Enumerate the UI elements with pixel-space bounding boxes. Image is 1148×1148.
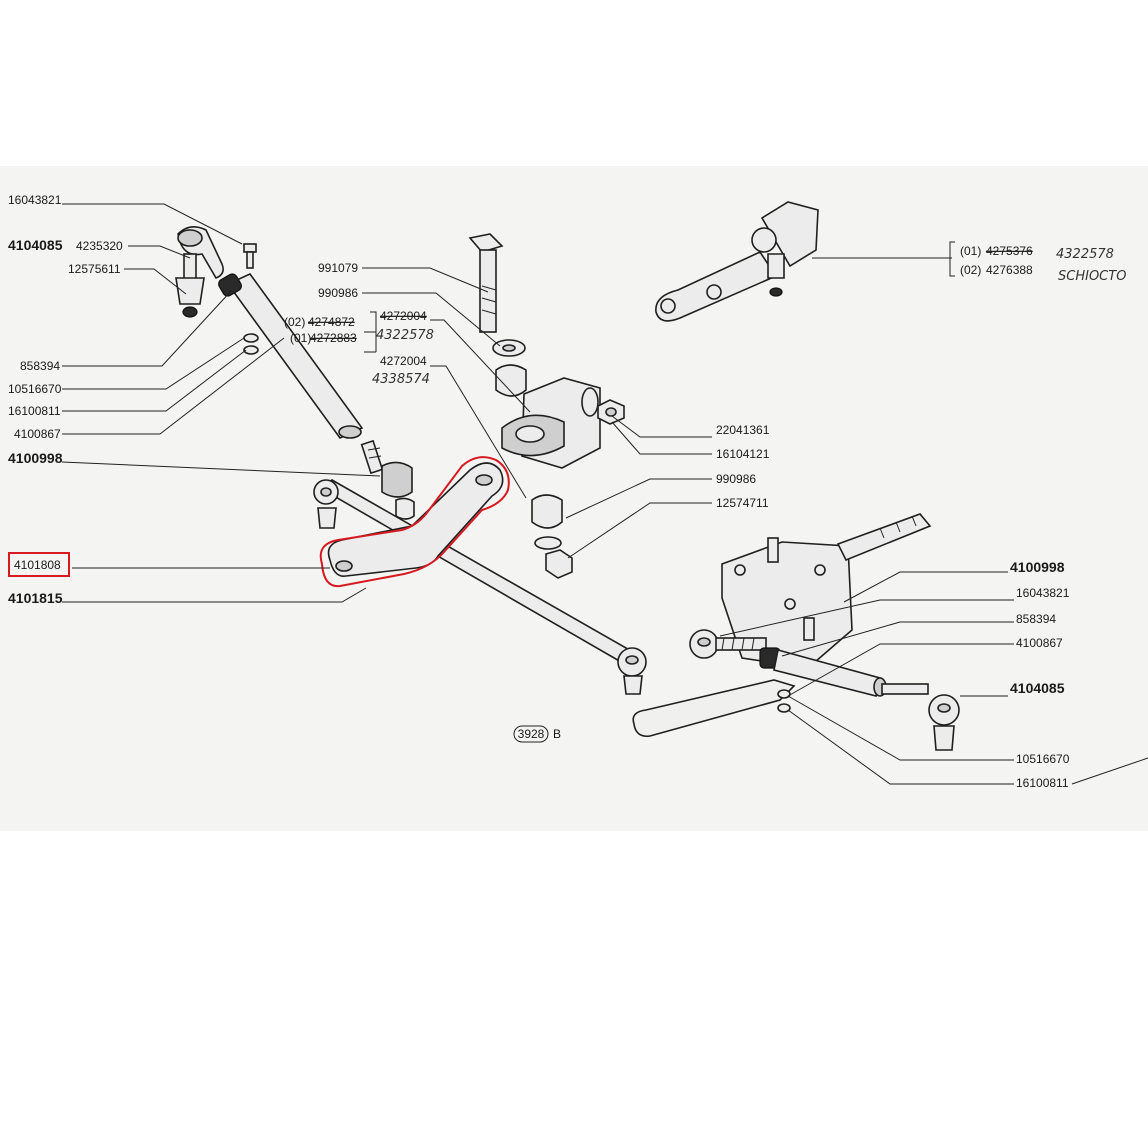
drag-link-stud <box>360 439 415 520</box>
label-4101808: 4101808 <box>14 558 61 572</box>
label-16043821-right: 16043821 <box>1016 586 1070 600</box>
label-4275376-struck: 4275376 <box>986 244 1033 258</box>
label-10516670-left: 10516670 <box>8 382 62 396</box>
part-labels: 16043821 4104085 4235320 12575611 858394… <box>8 193 1126 790</box>
label-16043821-left: 16043821 <box>8 193 62 207</box>
label-4100998-left: 4100998 <box>8 450 63 466</box>
highlight-outline <box>319 456 510 588</box>
handwritten-4322578-right: 4322578 <box>1056 247 1114 262</box>
figure-number: 3928 <box>518 727 545 741</box>
label-variant-01-right-prefix: (01) <box>960 244 981 258</box>
idler-stud <box>468 233 527 397</box>
label-4100998-right: 4100998 <box>1010 559 1065 575</box>
handwritten-4338574: 4338574 <box>372 372 430 387</box>
label-12575611: 12575611 <box>68 262 121 276</box>
label-4272004-b: 4272004 <box>380 354 427 368</box>
idler-arm-4101808 <box>319 456 510 588</box>
label-highlight-box <box>8 552 70 577</box>
label-858394-right: 858394 <box>1016 612 1056 626</box>
label-variant-01-prefix: (01) <box>290 331 311 345</box>
label-16100811-left: 16100811 <box>8 404 61 418</box>
label-4274872-struck: 4274872 <box>308 315 355 329</box>
label-991079: 991079 <box>318 261 358 275</box>
label-4235320: 4235320 <box>76 239 123 253</box>
figure-suffix: B <box>553 727 561 741</box>
label-4272004-a: 4272004 <box>380 309 427 323</box>
idler-lower-parts <box>531 494 573 579</box>
left-small-nuts <box>243 333 259 355</box>
left-bolt <box>243 243 257 269</box>
label-variant-02-right-prefix: (02) <box>960 263 981 277</box>
steering-linkage-diagram: 16043821 4104085 4235320 12575611 858394… <box>0 166 1148 831</box>
label-12574711: 12574711 <box>716 496 769 510</box>
label-4104085-right: 4104085 <box>1010 680 1065 696</box>
bracket-nut-washer <box>597 399 625 425</box>
figure-number-badge: 3928 B <box>513 725 561 743</box>
label-4272883-struck: 4272883 <box>310 331 357 345</box>
left-ball-joint <box>175 226 224 318</box>
upper-right-arm <box>655 201 819 322</box>
label-4276388: 4276388 <box>986 263 1033 277</box>
center-drag-link <box>313 479 647 695</box>
right-tie-rod <box>689 629 960 751</box>
label-4100867-left: 4100867 <box>14 427 61 441</box>
label-858394-left: 858394 <box>20 359 60 373</box>
handwritten-schiocto: SCHIOCTO <box>1058 269 1126 284</box>
leader-lines <box>61 203 1148 785</box>
label-990986-mid: 990986 <box>716 472 756 486</box>
label-990986-top: 990986 <box>318 286 358 300</box>
steering-box <box>632 513 932 738</box>
label-4101815: 4101815 <box>8 590 63 606</box>
handwritten-4322578-center: 4322578 <box>376 328 434 343</box>
idler-bracket <box>501 377 601 469</box>
label-16100811-right: 16100811 <box>1016 776 1069 790</box>
left-tie-rod <box>218 273 364 439</box>
label-4100867-right: 4100867 <box>1016 636 1063 650</box>
label-variant-02-prefix: (02) <box>284 315 305 329</box>
label-10516670-right: 10516670 <box>1016 752 1070 766</box>
label-22041361: 22041361 <box>716 423 770 437</box>
diagram-sheet: 16043821 4104085 4235320 12575611 858394… <box>0 166 1148 831</box>
label-4104085-left: 4104085 <box>8 237 63 253</box>
label-16104121: 16104121 <box>716 447 770 461</box>
